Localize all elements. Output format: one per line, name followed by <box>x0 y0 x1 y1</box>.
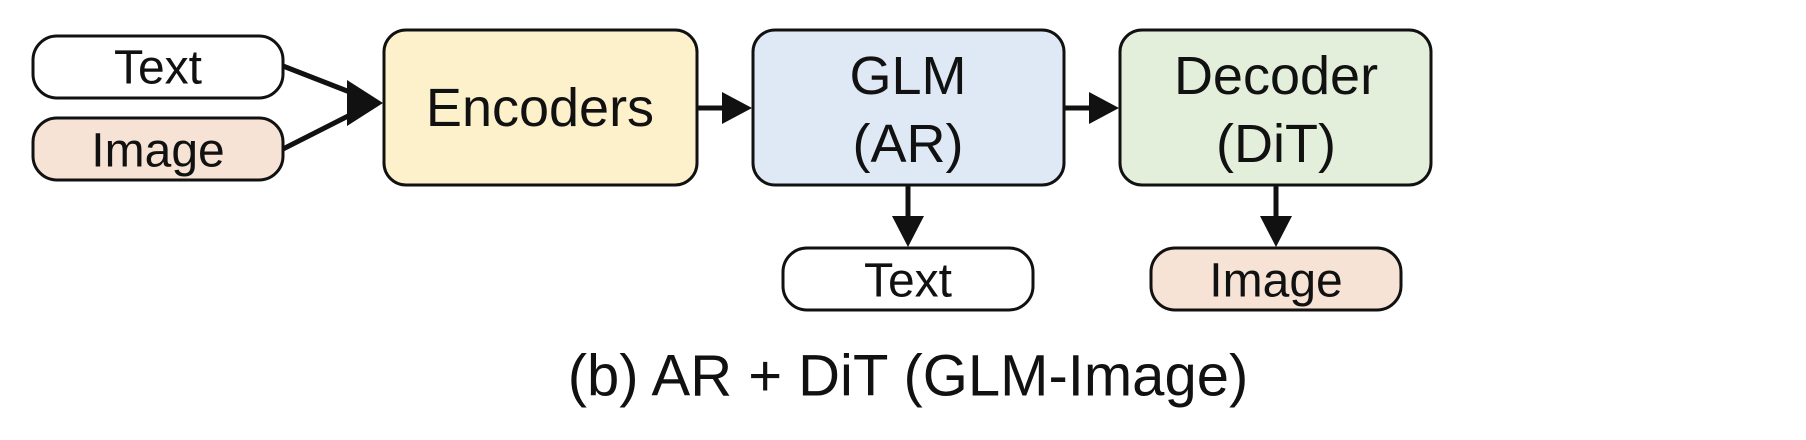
figure-caption: (b) AR + DiT (GLM-Image) <box>568 344 1249 409</box>
output-image-node: Image <box>1149 246 1403 312</box>
output-image-box <box>1149 246 1403 312</box>
arrowhead-image-output <box>1260 216 1292 247</box>
decoder-label-line1: Decoder <box>1174 46 1378 106</box>
glm-label-line2: (AR) <box>853 114 964 174</box>
decoder-block: Decoder (DiT) <box>1118 28 1433 187</box>
decoder-label-line2: (DiT) <box>1216 114 1336 174</box>
output-text-label: Text <box>864 255 952 308</box>
arrowhead-decoder-input <box>1089 92 1119 124</box>
output-text-box <box>781 246 1035 312</box>
output-text-node: Text <box>781 246 1035 312</box>
encoders-block: Encoders <box>382 28 699 187</box>
arrowhead-encoders-input <box>347 80 383 126</box>
glm-block: GLM (AR) <box>751 28 1066 187</box>
glm-label-line1: GLM <box>849 46 966 106</box>
input-text-node: Text <box>31 34 285 100</box>
output-image-label: Image <box>1209 255 1342 308</box>
input-image-label: Image <box>91 125 224 178</box>
arrowhead-text-output <box>892 216 924 247</box>
input-text-label: Text <box>114 42 202 95</box>
encoders-label: Encoders <box>426 78 654 138</box>
input-image-node: Image <box>31 116 285 182</box>
arrowhead-glm-input <box>722 92 752 124</box>
